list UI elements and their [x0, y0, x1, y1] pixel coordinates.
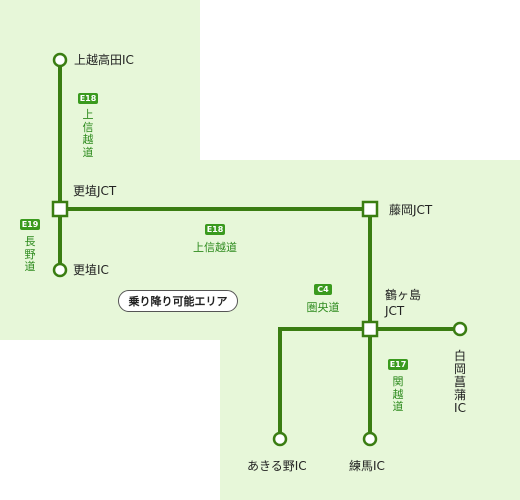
ic-node-akiruno[interactable] — [272, 431, 288, 447]
ic-node-joetsu-takada[interactable] — [52, 52, 68, 68]
route-name-joshinetsu-north: 上信越道 — [82, 108, 94, 159]
route-badge-e18-north: E18 — [78, 93, 98, 104]
area-label: 乗り降り可能エリア — [118, 290, 238, 312]
road-kenodo-west — [278, 327, 370, 439]
ic-nodes — [51, 52, 468, 447]
route-badge-e18-east: E18 — [205, 224, 225, 235]
route-badge-e19: E19 — [20, 219, 40, 230]
label-kouhoku-ic: 更埴IC — [73, 263, 109, 277]
road-lines — [58, 60, 460, 439]
ic-node-nerima[interactable] — [362, 431, 378, 447]
ic-node-shirao-kabamura[interactable] — [452, 321, 468, 337]
jct-node-kouhoku[interactable] — [51, 200, 69, 218]
label-shirao-kabamura-ic: 白岡菖蒲IC — [453, 349, 466, 415]
jct-node-tsurugashima[interactable] — [361, 320, 379, 338]
route-name-nagano: 長野道 — [24, 235, 36, 273]
ic-node-kouhoku[interactable] — [52, 262, 68, 278]
label-tsurugashima-line2: JCT — [385, 304, 405, 318]
label-tsurugashima-line1: 鶴ヶ島 — [385, 288, 422, 302]
label-nerima-ic: 練馬IC — [349, 459, 385, 473]
label-akiruno-ic: あきる野IC — [247, 459, 307, 473]
label-kouhoku-jct: 更埴JCT — [73, 184, 117, 198]
route-name-kanetsu: 関越道 — [392, 375, 404, 413]
label-fujioka-jct: 藤岡JCT — [389, 203, 433, 217]
route-badge-c4: C4 — [314, 284, 332, 295]
route-name-kenodo: 圏央道 — [306, 301, 340, 314]
route-badge-e17: E17 — [388, 359, 408, 370]
label-joetsu-takada-ic: 上越高田IC — [74, 53, 134, 67]
route-name-joshinetsu-east: 上信越道 — [193, 241, 237, 254]
jct-node-fujioka[interactable] — [361, 200, 379, 218]
